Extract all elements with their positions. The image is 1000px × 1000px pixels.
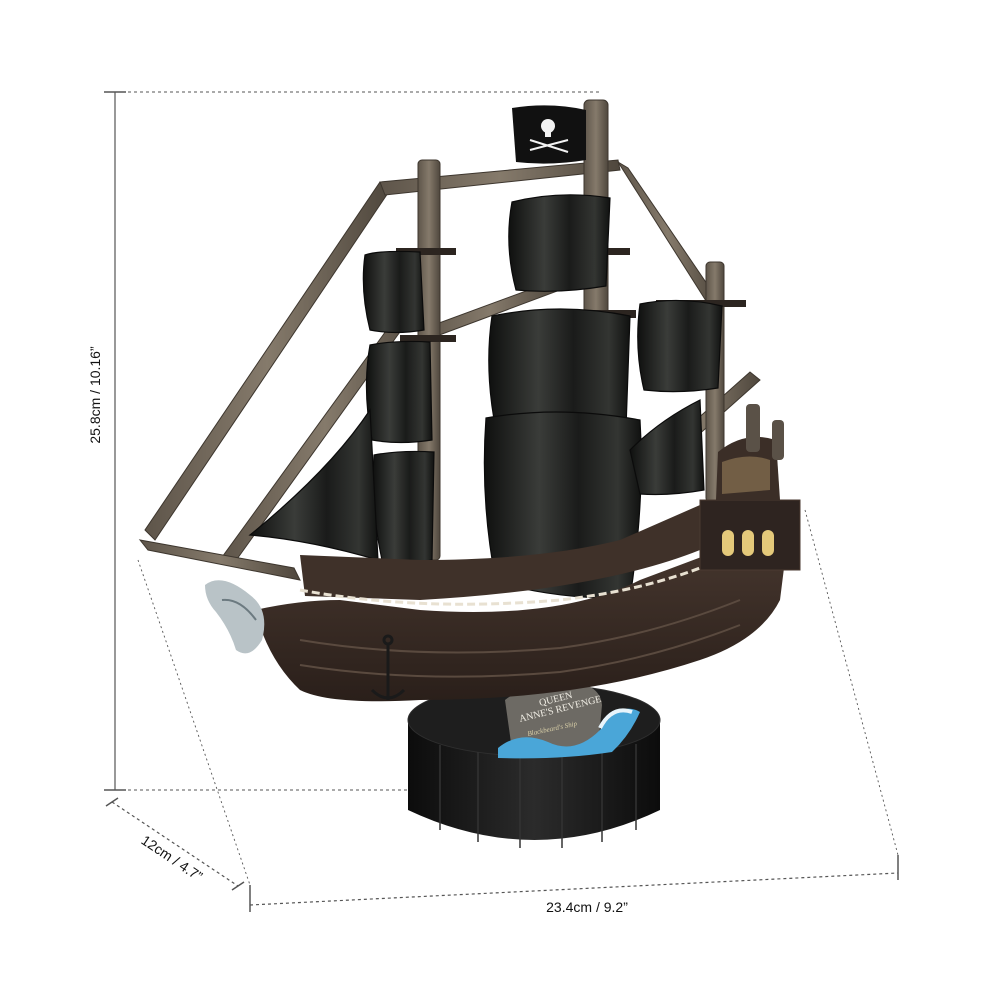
anchor-icon [370,634,406,700]
sails [248,194,723,599]
figurehead-icon [205,580,265,654]
height-dimension-label: 25.8cm / 10.16” [87,346,103,444]
dimension-lines [104,91,899,912]
ship-nameplate: QUEEN ANNE'S REVENGE Blackbeard's Ship [498,681,640,759]
jolly-roger-flag-icon [512,105,586,164]
width-dimension-label: 23.4cm / 9.2” [546,899,628,915]
